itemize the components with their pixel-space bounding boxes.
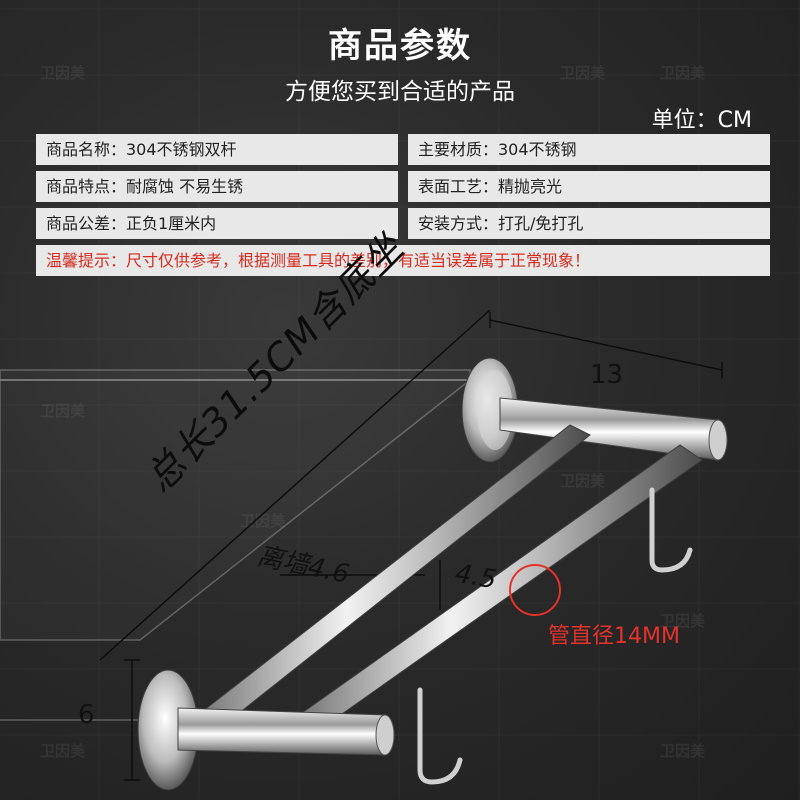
spec-row: 商品公差：正负1厘米内 安装方式：打孔/免打孔 (36, 208, 770, 239)
spec-installation: 安装方式：打孔/免打孔 (408, 208, 770, 239)
glass-shelf (0, 369, 473, 721)
spec-product-name: 商品名称：304不锈钢双杆 (36, 134, 398, 165)
page-subtitle: 方便您买到合适的产品 (285, 79, 515, 105)
notice-banner: 温馨提示：尺寸仅供参考，根据测量工具的差别，有适当误差属于正常现象！ (36, 245, 770, 276)
spec-finish: 表面工艺：精抛亮光 (408, 171, 770, 202)
wall-mount-front (137, 669, 395, 791)
product-diagram: 13 6 总长31.5CM含底坐 离墙4.6 4.5 管直径14MM (0, 226, 800, 800)
spec-tolerance: 商品公差：正负1厘米内 (36, 208, 398, 239)
spec-table: 商品名称：304不锈钢双杆 主要材质：304不锈钢 商品特点：耐腐蚀 不易生锈 … (36, 134, 770, 276)
spec-features: 商品特点：耐腐蚀 不易生锈 (36, 171, 398, 202)
towel-rack-illustration (0, 309, 728, 791)
hooks (417, 487, 693, 785)
dimension-height: 6 (78, 700, 95, 730)
dimension-depth: 13 (590, 360, 624, 390)
spec-row: 商品名称：304不锈钢双杆 主要材质：304不锈钢 (36, 134, 770, 165)
dimension-pipe-diameter: 管直径14MM (548, 624, 680, 649)
back-arm (499, 397, 728, 461)
unit-label: 单位：CM (651, 108, 752, 133)
spec-row: 商品特点：耐腐蚀 不易生锈 表面工艺：精抛亮光 (36, 171, 770, 202)
spec-material: 主要材质：304不锈钢 (408, 134, 770, 165)
pipe-highlight-circle (509, 564, 561, 616)
dimension-lines (99, 309, 723, 781)
page-title: 商品参数 (328, 26, 472, 66)
